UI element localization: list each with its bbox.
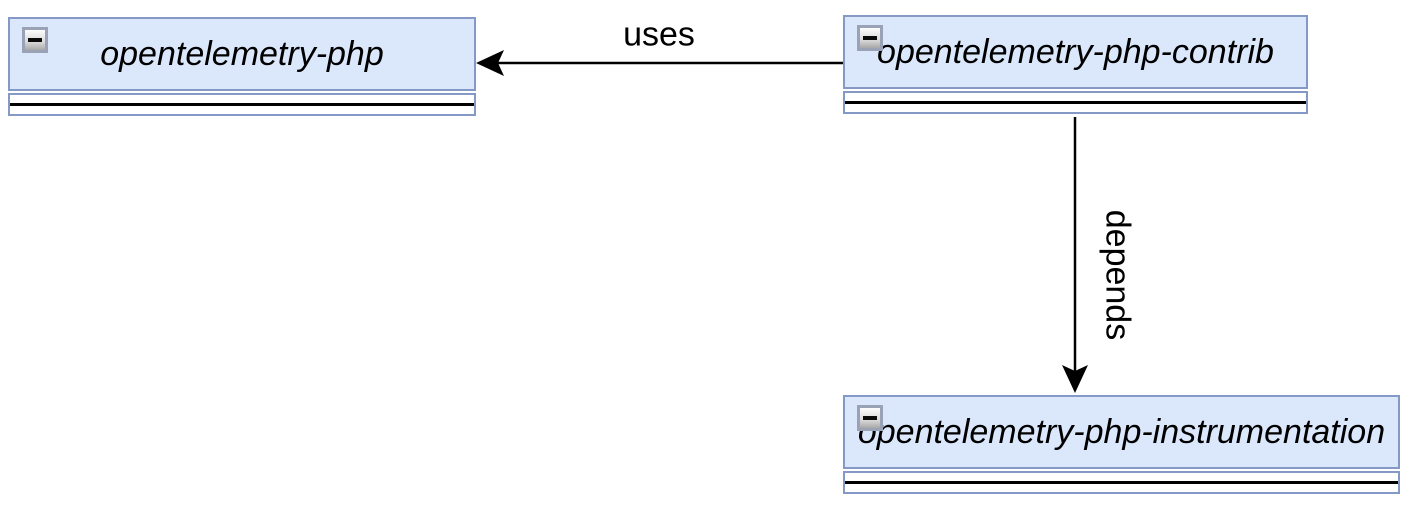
depends-arrow (1062, 117, 1088, 393)
node-title-bar: opentelemetry-php-instrumentation (843, 395, 1400, 469)
node-opentelemetry-php-contrib[interactable]: opentelemetry-php-contrib (843, 15, 1308, 114)
node-label: opentelemetry-php-instrumentation (857, 412, 1386, 451)
separator-line (845, 481, 1398, 484)
separator-line (845, 101, 1306, 104)
node-label: opentelemetry-php-contrib (877, 32, 1274, 71)
edge-label-depends: depends (1097, 206, 1137, 344)
node-collapsed-section (843, 471, 1400, 494)
depends-arrowhead (1062, 365, 1088, 393)
uses-arrowhead (476, 50, 504, 76)
minus-icon (863, 416, 877, 420)
node-title-bar: opentelemetry-php (8, 17, 476, 91)
minus-icon (863, 36, 877, 40)
node-opentelemetry-php[interactable]: opentelemetry-php (8, 17, 476, 116)
minus-icon (28, 38, 42, 42)
node-collapsed-section (843, 91, 1308, 114)
edge-label-uses: uses (620, 15, 698, 55)
node-label: opentelemetry-php (100, 34, 384, 73)
collapse-button[interactable] (857, 25, 883, 51)
node-opentelemetry-php-instrumentation[interactable]: opentelemetry-php-instrumentation (843, 395, 1400, 494)
collapse-button[interactable] (857, 405, 883, 431)
node-title-bar: opentelemetry-php-contrib (843, 15, 1308, 89)
node-collapsed-section (8, 93, 476, 116)
separator-line (10, 103, 474, 106)
collapse-button[interactable] (22, 27, 48, 53)
